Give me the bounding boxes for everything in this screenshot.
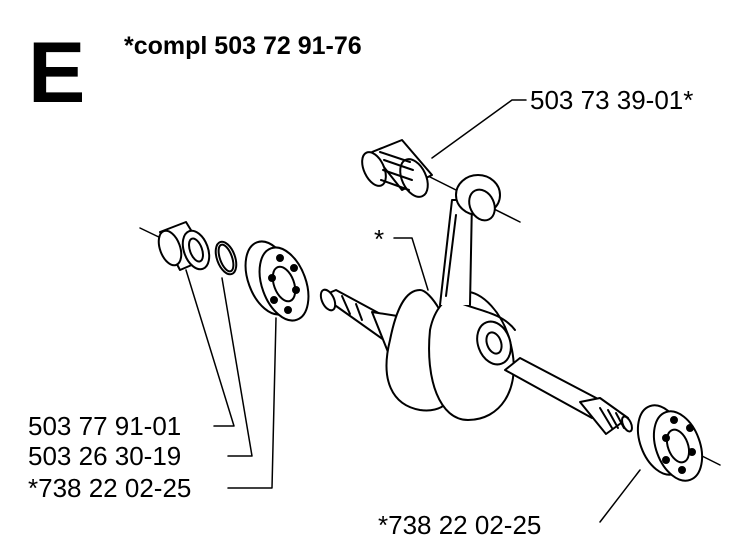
section-letter: E [28,25,86,121]
label-needle-bearing: 503 73 39-01* [530,85,694,115]
needle-bearing-part [361,139,433,198]
ball-bearing-left-part [244,240,310,322]
label-crankshaft: * [374,224,385,254]
crankshaft-part [319,174,633,435]
o-ring-part [214,240,238,276]
leader-lines [185,99,641,523]
exploded-view-drawing [139,99,721,523]
label-sleeve: 503 77 91-01 [28,411,182,441]
label-ball-bearing-left: *738 22 02-25 [28,473,192,503]
parts-diagram: E *compl 503 72 91-76 503 73 39-01* * 50… [28,25,721,538]
ball-bearing-right-part [636,404,704,482]
sleeve-part [157,221,211,271]
label-ball-bearing-right: *738 22 02-25 [378,510,542,540]
label-o-ring: 503 26 30-19 [28,441,182,471]
assembly-label: *compl 503 72 91-76 [124,32,362,60]
